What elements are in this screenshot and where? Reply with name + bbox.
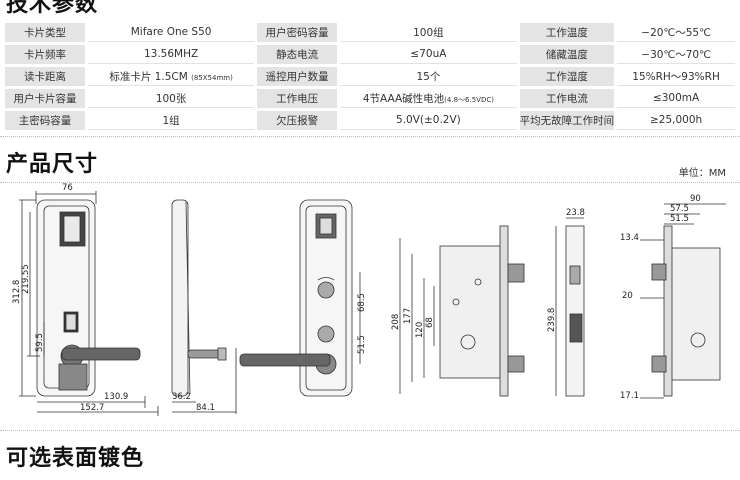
spec-value: ≥25,000h — [617, 111, 735, 130]
spec-value: 100组 — [340, 23, 517, 42]
dim-208: 208 — [391, 314, 401, 330]
dim-120: 120 — [415, 322, 425, 338]
spec-value-note: (4.8～6.5VDC) — [444, 95, 494, 104]
spec-value: −20℃～55℃ — [617, 23, 735, 42]
spec-label: 工作温度 — [519, 23, 615, 42]
spec-row: 卡片频率 13.56MHZ 静态电流 ≤70uA 储藏温度 −30℃～70℃ — [5, 45, 735, 64]
spec-value-text: Mifare One S50 — [130, 26, 212, 38]
spec-label: 卡片类型 — [5, 23, 85, 42]
spec-value-text: −30℃～70℃ — [641, 48, 711, 61]
dim-177: 177 — [403, 308, 413, 324]
dim-57-5: 57.5 — [670, 204, 689, 214]
dim-219-55: 219.55 — [21, 264, 31, 294]
dim-36-2: 36.2 — [172, 392, 191, 402]
spec-value-text: 100张 — [155, 92, 187, 105]
spec-label: 主密码容量 — [5, 111, 85, 130]
unit-label: 单位：MM — [678, 168, 726, 179]
dim-68-5: 68.5 — [357, 293, 367, 312]
lock-back-view: 68.5 51.5 — [239, 199, 367, 397]
spec-value-text: ≥25,000h — [649, 114, 703, 126]
dim-17-1: 17.1 — [620, 391, 639, 401]
spec-value: 100张 — [88, 89, 255, 108]
specs-title: 技术参数 — [6, 0, 99, 17]
spec-label: 工作电流 — [519, 89, 615, 108]
spec-value: 5.0V(±0.2V) — [340, 111, 517, 130]
spec-value-text: 标准卡片 1.5CM — [109, 70, 192, 83]
spec-value: 15个 — [340, 67, 517, 86]
spec-label: 用户密码容量 — [257, 23, 338, 42]
spec-label: 卡片频率 — [5, 45, 85, 64]
spec-value: 4节AAA碱性电池(4.8～6.5VDC) — [340, 89, 517, 108]
spec-label: 读卡距离 — [5, 67, 85, 86]
lock-front-view: 76 312.8 219.55 59.5 130.9 152.7 — [12, 183, 159, 416]
spec-label: 用户卡片容量 — [5, 89, 85, 108]
spec-label: 工作电压 — [257, 89, 338, 108]
spec-label: 欠压报警 — [257, 111, 338, 130]
dimension-drawings: 76 312.8 219.55 59.5 130.9 152.7 36.2 84… — [12, 183, 726, 416]
spec-value-text: 15%RH～93%RH — [632, 70, 720, 83]
spec-value: −30℃～70℃ — [617, 45, 735, 64]
divider — [0, 182, 740, 183]
spec-value-text: ≤70uA — [410, 48, 447, 60]
dim-13-4: 13.4 — [620, 233, 639, 243]
spec-row: 主密码容量 1组 欠压报警 5.0V(±0.2V) 平均无故障工作时间 ≥25,000h — [5, 111, 735, 130]
divider — [0, 430, 740, 431]
spec-value: 13.56MHZ — [88, 45, 255, 64]
dim-59-5: 59.5 — [35, 333, 45, 352]
dim-130-9: 130.9 — [104, 392, 128, 402]
dim-20: 20 — [622, 291, 633, 301]
spec-value-text: −20℃～55℃ — [641, 26, 711, 39]
dim-239-8: 239.8 — [547, 308, 557, 332]
dim-84-1: 84.1 — [196, 403, 215, 413]
spec-value-text: ≤300mA — [652, 92, 700, 104]
spec-label: 平均无故障工作时间 — [519, 111, 615, 130]
spec-value: Mifare One S50 — [88, 23, 255, 42]
spec-value-note: (85X54mm) — [191, 73, 233, 82]
dim-90: 90 — [690, 194, 701, 204]
spec-value: 1组 — [88, 111, 255, 130]
spec-value-text: 4节AAA碱性电池 — [362, 92, 445, 105]
dim-76: 76 — [62, 183, 73, 193]
spec-value: 标准卡片 1.5CM (85X54mm) — [88, 67, 255, 86]
dimensions-title: 产品尺寸 — [6, 152, 99, 177]
dim-51-5: 51.5 — [357, 335, 367, 354]
spec-value-text: 1组 — [162, 114, 180, 127]
dim-68: 68 — [425, 317, 435, 328]
divider — [0, 136, 740, 137]
spec-value-text: 15个 — [416, 70, 441, 83]
specs-table: 卡片类型 Mifare One S50 用户密码容量 100组 工作温度 −20℃～55℃… — [2, 20, 738, 133]
dim-312-8: 312.8 — [12, 280, 22, 304]
dim-23-8: 23.8 — [566, 208, 585, 218]
spec-label: 遥控用户数量 — [257, 67, 338, 86]
spec-label: 工作湿度 — [519, 67, 615, 86]
spec-label: 储藏温度 — [519, 45, 615, 64]
finishes-title: 可选表面镀色 — [6, 446, 145, 471]
spec-value-text: 100组 — [413, 26, 444, 39]
mortise-front-view: 208 177 120 68 — [391, 225, 525, 397]
spec-value-text: 5.0V(±0.2V) — [396, 114, 461, 126]
spec-value-text: 13.56MHZ — [143, 48, 199, 60]
spec-value: ≤300mA — [617, 89, 735, 108]
mortise-faceplate-view: 23.8 239.8 — [547, 208, 585, 397]
lock-side-view: 36.2 84.1 — [171, 199, 237, 414]
spec-value: 15%RH～93%RH — [617, 67, 735, 86]
spec-value: ≤70uA — [340, 45, 517, 64]
dim-51-5-b: 51.5 — [670, 214, 689, 224]
mortise-side-view: 90 57.5 51.5 13.4 20 17.1 — [620, 194, 726, 401]
spec-label: 静态电流 — [257, 45, 338, 64]
dim-152-7: 152.7 — [80, 403, 104, 413]
spec-row: 卡片类型 Mifare One S50 用户密码容量 100组 工作温度 −20℃～55℃ — [5, 23, 735, 42]
